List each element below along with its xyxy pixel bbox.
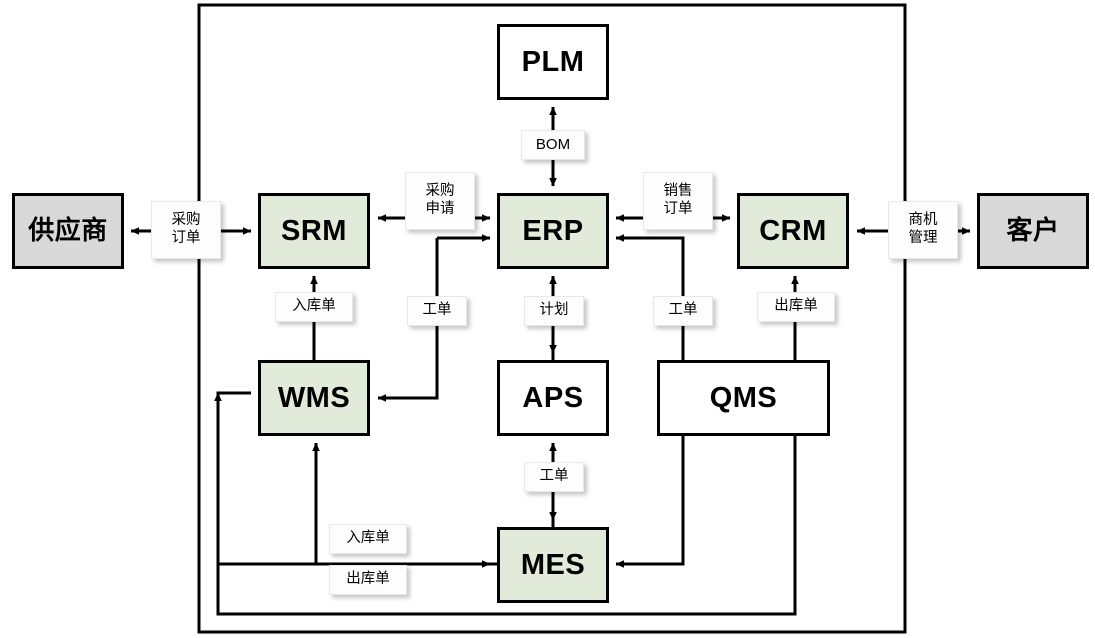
node-wms[interactable]: WMS xyxy=(258,360,370,436)
edge-label-sales-order: 销售 订单 xyxy=(643,172,713,230)
edge-label-opportunity-mgmt: 商机 管理 xyxy=(888,201,958,259)
node-aps[interactable]: APS xyxy=(497,360,609,436)
edge-label-outbound-note-crm: 出库单 xyxy=(757,292,835,322)
node-wms-label: WMS xyxy=(277,381,351,414)
node-erp[interactable]: ERP xyxy=(497,193,609,269)
node-mes[interactable]: MES xyxy=(497,527,609,603)
node-customer-label: 客户 xyxy=(1006,216,1060,246)
node-plm-label: PLM xyxy=(521,45,585,78)
edge-label-plan: 计划 xyxy=(524,296,584,326)
node-qms[interactable]: QMS xyxy=(657,360,830,436)
node-srm-label: SRM xyxy=(281,214,347,247)
node-mes-label: MES xyxy=(520,548,586,581)
edge-label-inbound-note-mes: 入库单 xyxy=(329,524,407,554)
edge-qms-to-mes xyxy=(615,436,685,568)
edge-label-workorder-qms: 工单 xyxy=(653,296,713,326)
edge-label-purchase-request: 采购 申请 xyxy=(405,172,475,230)
node-supplier-label: 供应商 xyxy=(28,216,108,246)
edge-label-outbound-note-mes: 出库单 xyxy=(329,565,407,595)
node-erp-label: ERP xyxy=(522,214,584,247)
node-aps-label: APS xyxy=(522,381,584,414)
edge-label-purchase-order: 采购 订单 xyxy=(151,201,221,259)
node-customer[interactable]: 客户 xyxy=(977,193,1089,269)
node-crm[interactable]: CRM xyxy=(737,193,849,269)
edge-label-inbound-note-srm: 入库单 xyxy=(275,292,353,322)
node-plm[interactable]: PLM xyxy=(497,24,609,100)
edge-label-bom: BOM xyxy=(521,130,585,160)
node-srm[interactable]: SRM xyxy=(258,193,370,269)
node-supplier[interactable]: 供应商 xyxy=(12,193,124,269)
edge-label-workorder-mes: 工单 xyxy=(524,462,584,492)
node-qms-label: QMS xyxy=(709,381,778,414)
node-crm-label: CRM xyxy=(759,214,827,247)
edge-label-workorder-wms: 工单 xyxy=(407,296,467,326)
